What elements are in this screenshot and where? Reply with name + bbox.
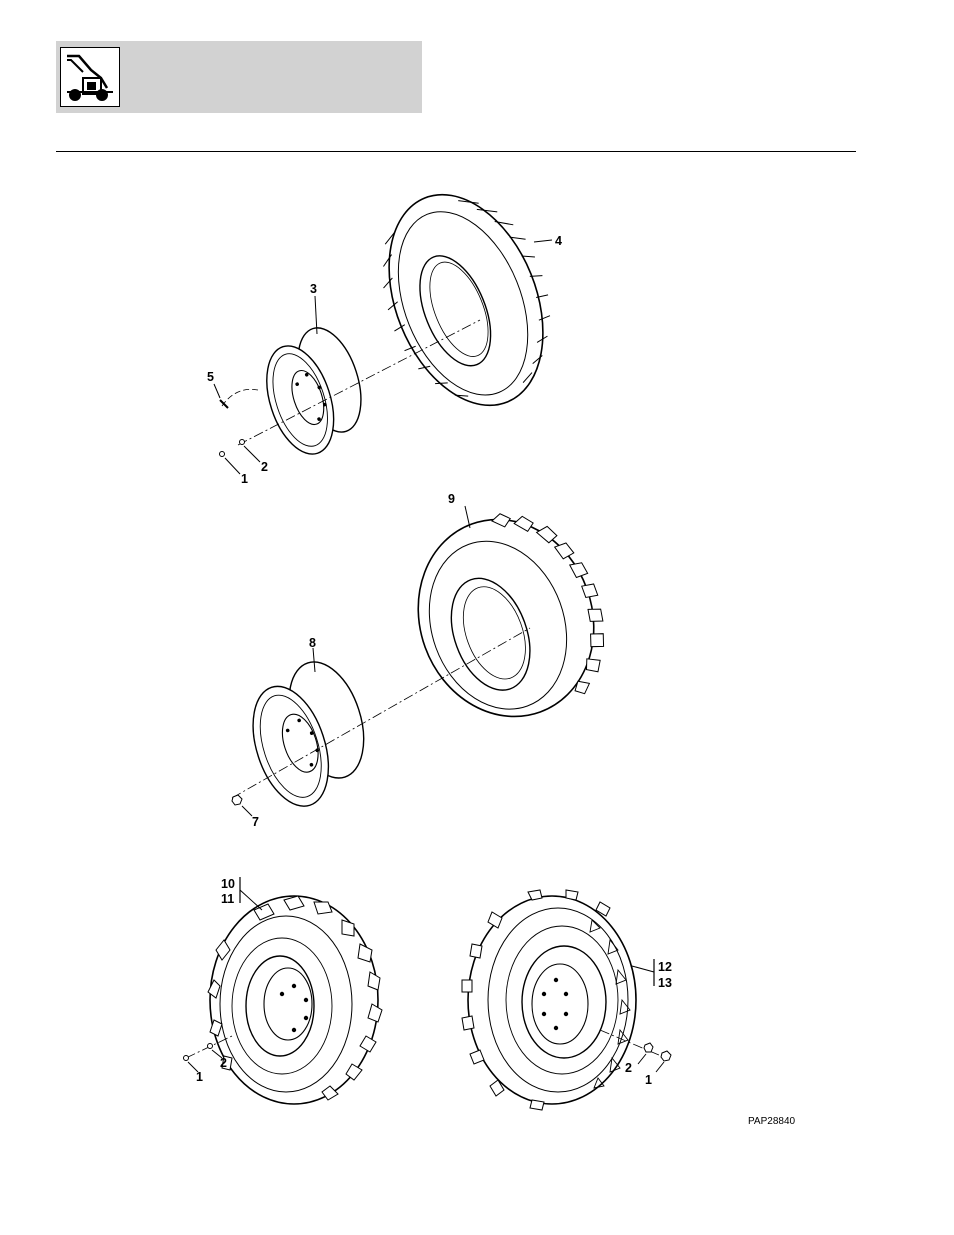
tire-item-4 [352,168,581,431]
callout-1-right: 1 [645,1073,652,1087]
washer-item-2b [208,1044,213,1049]
callout-2-right: 2 [625,1061,632,1075]
callout-5: 5 [207,370,214,384]
callout-13: 13 [658,976,672,990]
wheel-item-10-11 [208,896,382,1104]
nut-item-7 [232,795,242,805]
callout-10: 10 [221,877,235,891]
hardware-item-1-2 [220,440,245,457]
leader-1c [656,1062,664,1072]
rim-item-8 [236,652,383,815]
nut-item-1c [661,1051,671,1061]
wheel-item-12-13 [462,890,636,1110]
leader-7 [242,806,252,816]
tire-item-9 [391,492,629,742]
washer-item-2c [644,1043,653,1052]
callout-9: 9 [448,492,455,506]
callout-7: 7 [252,815,259,829]
leader-5 [214,384,220,398]
callout-12: 12 [658,960,672,974]
figure-reference-id: PAP28840 [748,1116,796,1127]
callout-8: 8 [309,636,316,650]
leader-1a [225,458,240,474]
assembly-3 [184,877,383,1104]
callout-1-left: 1 [196,1070,203,1084]
assembly-4 [462,890,671,1110]
leader-12-13 [632,966,654,972]
leader-9 [465,506,470,528]
valve-item-5 [220,400,228,408]
assembly-1 [214,168,581,474]
callout-2: 2 [261,460,268,474]
leader-10-11 [240,890,262,910]
assembly-2 [232,492,629,816]
leader-2c [638,1054,646,1064]
callout-2-left: 2 [220,1056,227,1070]
leader-4 [534,240,552,242]
callout-11: 11 [221,892,234,906]
callout-3: 3 [310,282,317,296]
callout-4: 4 [555,234,562,248]
rim-item-3 [252,320,377,463]
leader-2a [244,446,260,462]
callout-1: 1 [241,472,248,486]
nut-item-1b [184,1056,189,1061]
